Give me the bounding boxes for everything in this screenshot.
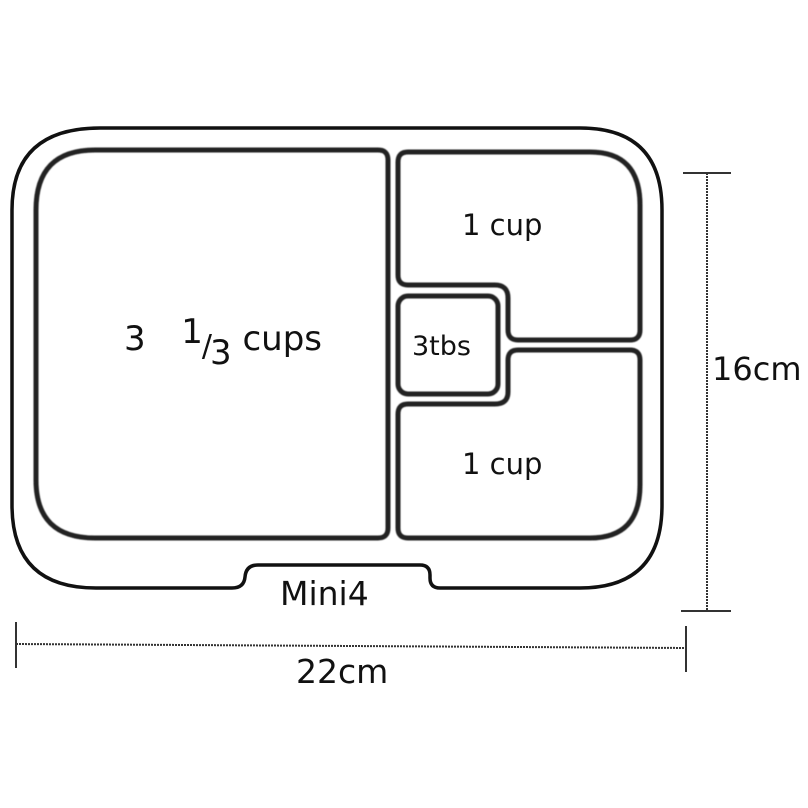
model-label: Mini4 bbox=[280, 574, 369, 613]
large-frac-slash: / bbox=[201, 329, 213, 364]
large-unit: cups bbox=[242, 319, 323, 359]
height-label: 16cm bbox=[712, 350, 802, 388]
compartment-bottom-right bbox=[395, 347, 643, 541]
compartment-large-left bbox=[33, 147, 391, 541]
large-frac-denominator: 3 bbox=[210, 333, 232, 373]
compartment-top-right bbox=[395, 149, 643, 343]
compartment-large-label: 3 1/3 cups bbox=[124, 315, 323, 370]
tray-outer-outline bbox=[10, 126, 664, 590]
large-whole: 3 bbox=[124, 319, 146, 359]
large-frac-numerator: 1 bbox=[181, 312, 203, 352]
width-dimension-line bbox=[15, 622, 687, 672]
compartment-top-right-label: 1 cup bbox=[462, 208, 543, 242]
height-dimension-line bbox=[681, 172, 731, 612]
compartment-small-label: 3tbs bbox=[412, 331, 471, 362]
compartment-small-middle bbox=[395, 293, 501, 397]
width-label: 22cm bbox=[296, 652, 389, 691]
compartment-bottom-right-label: 1 cup bbox=[462, 447, 543, 481]
